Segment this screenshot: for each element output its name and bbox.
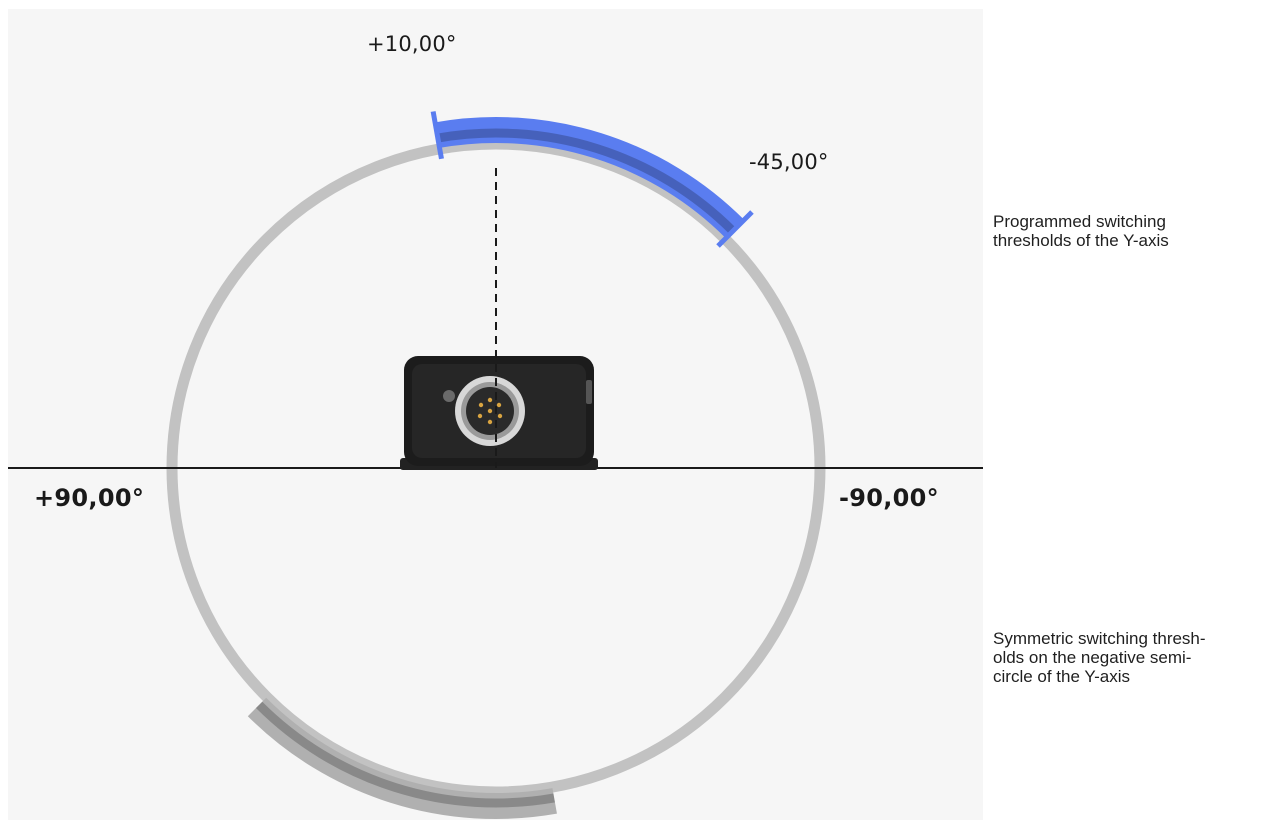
- right-axis-label: -90,00°: [839, 484, 939, 512]
- round-connector-icon: [455, 376, 525, 446]
- programmed-thresholds-note: Programmed switching thresholds of the Y…: [993, 212, 1169, 250]
- programmed-threshold-core: [437, 128, 737, 235]
- programmed-threshold-band: [435, 116, 745, 239]
- note-line: Programmed switching: [993, 212, 1166, 231]
- mirrored-threshold-core: [255, 701, 555, 808]
- note-line: thresholds of the Y-axis: [993, 231, 1169, 250]
- left-axis-label: +90,00°: [34, 484, 145, 512]
- mirrored-threshold-band: [247, 697, 557, 820]
- threshold-end-tick: [716, 210, 754, 248]
- upper-threshold-label: +10,00°: [367, 32, 457, 56]
- note-line: olds on the negative semi-: [993, 648, 1192, 667]
- inclination-sensor-icon: [400, 356, 598, 470]
- note-line: circle of the Y-axis: [993, 667, 1131, 686]
- lower-threshold-label: -45,00°: [749, 150, 829, 174]
- note-line: Symmetric switching thresh-: [993, 629, 1206, 648]
- symmetric-thresholds-note: Symmetric switching thresh- olds on the …: [993, 629, 1206, 686]
- threshold-start-tick: [430, 111, 444, 160]
